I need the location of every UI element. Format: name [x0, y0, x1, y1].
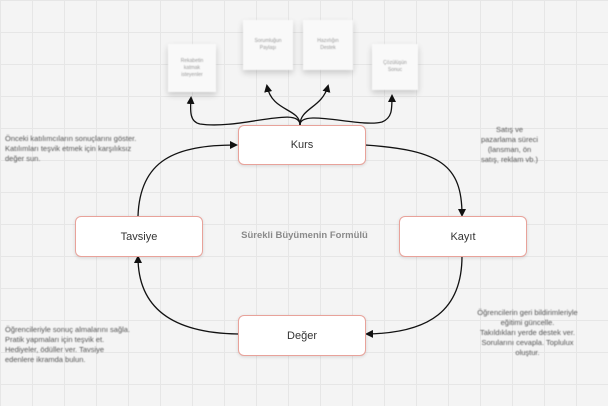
edge-tavsiye-kurs [137, 141, 238, 217]
sticky-note-3[interactable]: Hazırlığın Destek [303, 20, 353, 70]
note-top-right[interactable]: Satış ve pazarlama süreci (lansman, ön s… [480, 125, 539, 164]
note-bottom-right[interactable]: Öğrencilerin geri bildirimleriyle eğitim… [477, 308, 578, 357]
node-deger[interactable]: Değer [238, 315, 366, 356]
edge-kurs-sticky-2 [264, 84, 301, 126]
sticky-note-2[interactable]: Sorumluğun Paylaşı [243, 20, 293, 70]
edge-kurs-sticky-1 [186, 96, 301, 126]
edge-deger-tavsiye [134, 255, 239, 335]
edge-kayit-deger [365, 255, 463, 338]
node-kayit[interactable]: Kayıt [399, 216, 527, 257]
note-bottom-left[interactable]: Öğrencileriyle sonuç almalarını sağla. P… [5, 325, 131, 364]
edge-kurs-kayit [364, 144, 466, 217]
edge-kurs-sticky-4 [299, 94, 396, 126]
diagram-title: Sürekli Büyümenin Formülü [241, 230, 368, 241]
node-kurs[interactable]: Kurs [238, 125, 366, 165]
node-tavsiye[interactable]: Tavsiye [75, 216, 203, 257]
sticky-note-4[interactable]: Çözülüşün Sonuc [372, 44, 418, 90]
sticky-note-1[interactable]: Rekabetin katmak isteyenler [168, 44, 216, 92]
note-top-left[interactable]: Önceki katılımcıların sonuçlarını göster… [5, 134, 137, 163]
